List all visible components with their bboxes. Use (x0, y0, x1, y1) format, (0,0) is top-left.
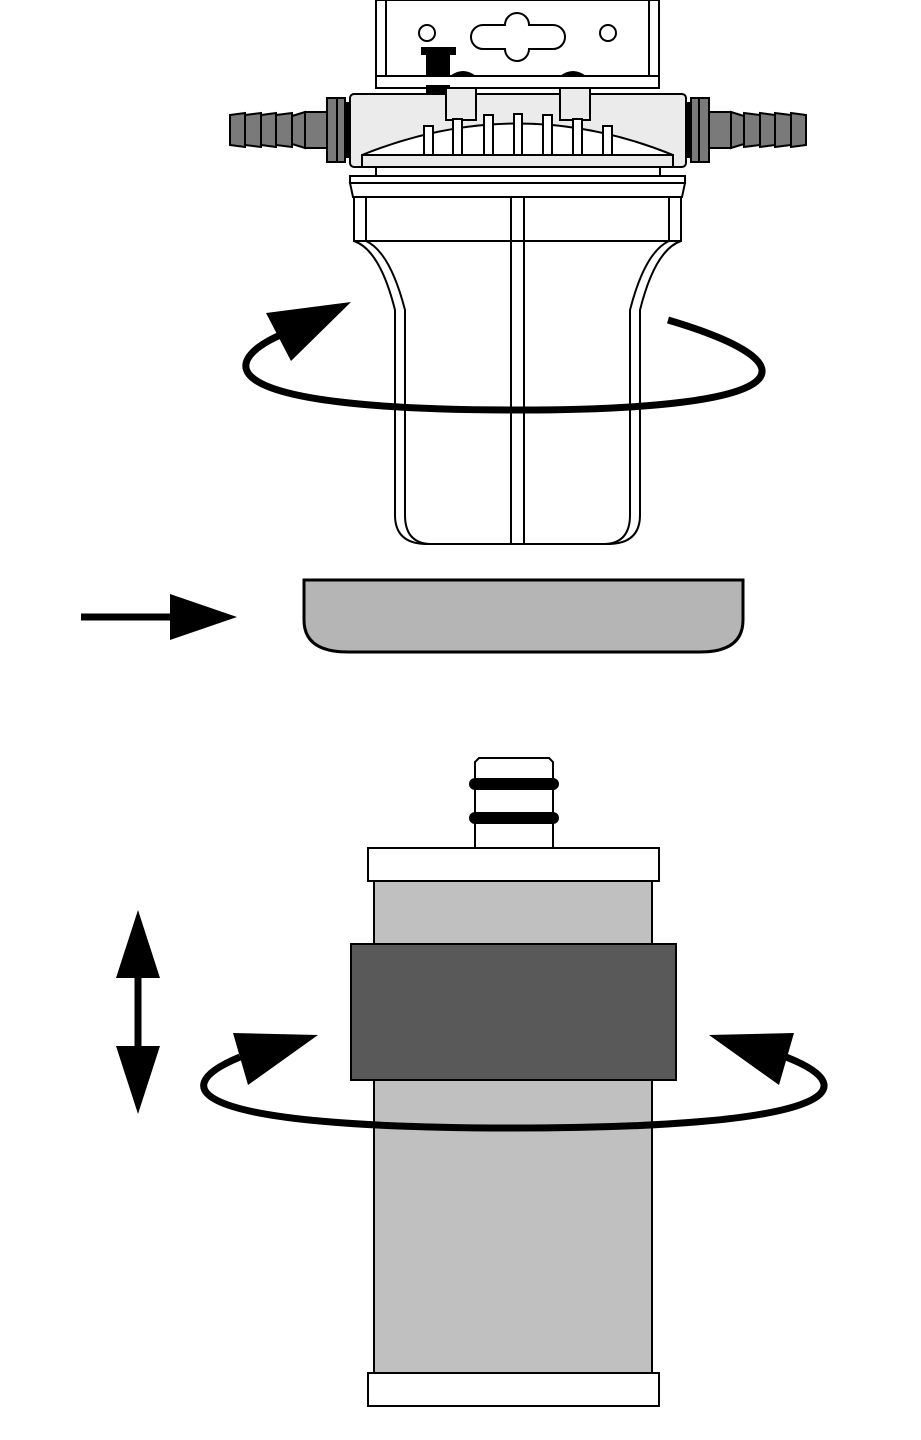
mounting-bracket (375, 0, 660, 95)
up-down-arrow-icon (116, 910, 160, 1114)
cartridge-bottom-cap (367, 1372, 660, 1407)
cartridge-stem (474, 757, 554, 849)
rotate-arrow-icon (200, 1033, 828, 1132)
screw-hole-icon (418, 24, 436, 42)
hose-barb-left (229, 97, 351, 163)
drip-tray[interactable] (302, 578, 745, 654)
cartridge-grip-band (350, 943, 677, 1081)
filter-head (349, 87, 687, 177)
right-arrow-icon (81, 594, 237, 640)
cartridge-top-cap (367, 847, 660, 882)
o-rings (469, 778, 559, 824)
rotate-arrow-icon (242, 302, 766, 414)
hose-barb-right (685, 97, 807, 163)
clear-housing-bowl (348, 175, 687, 545)
keyhole-slot (470, 12, 566, 62)
screw-hole-icon (599, 24, 617, 42)
